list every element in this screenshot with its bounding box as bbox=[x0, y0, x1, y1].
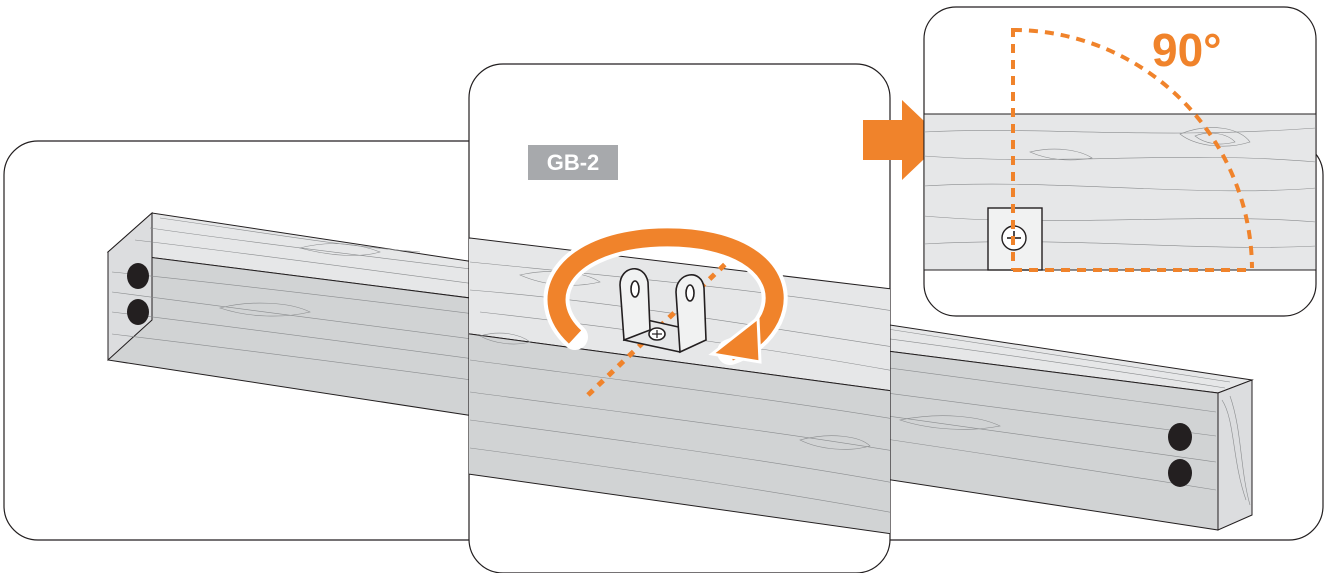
part-label-badge: GB-2 bbox=[528, 145, 618, 180]
dowel-hole-left-top bbox=[127, 263, 149, 289]
part-label-text: GB-2 bbox=[547, 150, 600, 175]
angle-label: 90° bbox=[1152, 24, 1222, 76]
closeup-panel: GB-2 bbox=[440, 64, 900, 573]
screw-head-icon bbox=[649, 328, 665, 340]
inset-beam bbox=[924, 114, 1316, 270]
dowel-hole-right-top bbox=[1168, 423, 1192, 451]
dowel-hole-right-bottom bbox=[1168, 459, 1192, 487]
dowel-hole-left-bottom bbox=[127, 299, 149, 325]
angle-inset-panel: 90° bbox=[924, 7, 1316, 316]
beam-end-face bbox=[1218, 380, 1252, 530]
